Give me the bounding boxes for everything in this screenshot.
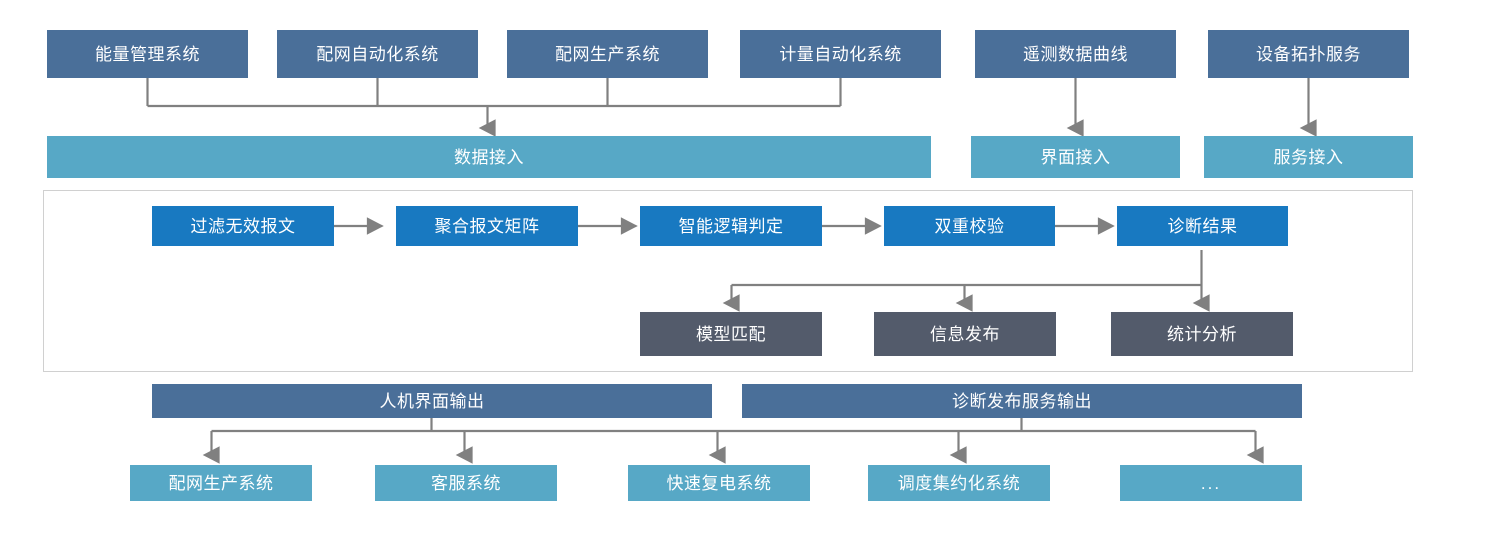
access-bar-service[interactable]: 服务接入 bbox=[1204, 136, 1413, 178]
pipeline-box-aggregate-message-matrix[interactable]: 聚合报文矩阵 bbox=[396, 206, 578, 246]
pipeline-box-double-verification[interactable]: 双重校验 bbox=[884, 206, 1055, 246]
pipeline-label: 诊断结果 bbox=[1167, 216, 1238, 236]
access-bar-data[interactable]: 数据接入 bbox=[47, 136, 931, 178]
source-label: 能量管理系统 bbox=[95, 44, 200, 64]
consumer-label: 调度集约化系统 bbox=[897, 473, 1021, 493]
source-label: 设备拓扑服务 bbox=[1256, 44, 1361, 64]
output-label: 人机界面输出 bbox=[379, 391, 485, 411]
output-bar-human-machine-interface[interactable]: 人机界面输出 bbox=[152, 384, 712, 418]
source-box-telemetry-curve[interactable]: 遥测数据曲线 bbox=[975, 30, 1176, 78]
output-bar-diagnosis-publishing-service[interactable]: 诊断发布服务输出 bbox=[742, 384, 1302, 418]
pipeline-box-intelligent-logic-decision[interactable]: 智能逻辑判定 bbox=[640, 206, 822, 246]
service-label: 信息发布 bbox=[930, 324, 1000, 344]
pipeline-label: 智能逻辑判定 bbox=[678, 216, 784, 236]
source-box-metering-automation[interactable]: 计量自动化系统 bbox=[740, 30, 941, 78]
access-label: 数据接入 bbox=[454, 147, 524, 167]
source-box-energy-management[interactable]: 能量管理系统 bbox=[47, 30, 248, 78]
source-box-device-topology-service[interactable]: 设备拓扑服务 bbox=[1208, 30, 1409, 78]
service-box-information-publishing[interactable]: 信息发布 bbox=[874, 312, 1056, 356]
consumer-box-distribution-production[interactable]: 配网生产系统 bbox=[130, 465, 312, 501]
source-box-distribution-production[interactable]: 配网生产系统 bbox=[507, 30, 708, 78]
consumer-label: 配网生产系统 bbox=[168, 473, 274, 493]
source-box-distribution-automation[interactable]: 配网自动化系统 bbox=[277, 30, 478, 78]
pipeline-box-diagnosis-result[interactable]: 诊断结果 bbox=[1117, 206, 1288, 246]
output-label: 诊断发布服务输出 bbox=[952, 391, 1092, 411]
source-label: 遥测数据曲线 bbox=[1023, 44, 1128, 64]
source-label: 计量自动化系统 bbox=[779, 44, 902, 64]
access-label: 服务接入 bbox=[1273, 147, 1344, 167]
service-label: 统计分析 bbox=[1167, 324, 1237, 344]
consumer-box-more[interactable]: ... bbox=[1120, 465, 1302, 501]
consumer-label: 客服系统 bbox=[431, 473, 501, 493]
access-label: 界面接入 bbox=[1040, 147, 1111, 167]
pipeline-label: 过滤无效报文 bbox=[190, 216, 296, 236]
service-box-model-matching[interactable]: 模型匹配 bbox=[640, 312, 822, 356]
source-label: 配网生产系统 bbox=[555, 44, 660, 64]
service-box-statistical-analysis[interactable]: 统计分析 bbox=[1111, 312, 1293, 356]
consumer-box-customer-service[interactable]: 客服系统 bbox=[375, 465, 557, 501]
pipeline-box-filter-invalid-messages[interactable]: 过滤无效报文 bbox=[152, 206, 334, 246]
core-engine-panel bbox=[43, 190, 1413, 372]
pipeline-label: 双重校验 bbox=[934, 216, 1005, 236]
consumer-box-dispatch-intensive[interactable]: 调度集约化系统 bbox=[868, 465, 1050, 501]
consumer-label: 快速复电系统 bbox=[666, 473, 772, 493]
consumer-box-rapid-power-restoration[interactable]: 快速复电系统 bbox=[628, 465, 810, 501]
consumer-label: ... bbox=[1200, 473, 1222, 493]
access-bar-ui[interactable]: 界面接入 bbox=[971, 136, 1180, 178]
pipeline-label: 聚合报文矩阵 bbox=[434, 216, 540, 236]
service-label: 模型匹配 bbox=[696, 324, 766, 344]
source-label: 配网自动化系统 bbox=[316, 44, 439, 64]
